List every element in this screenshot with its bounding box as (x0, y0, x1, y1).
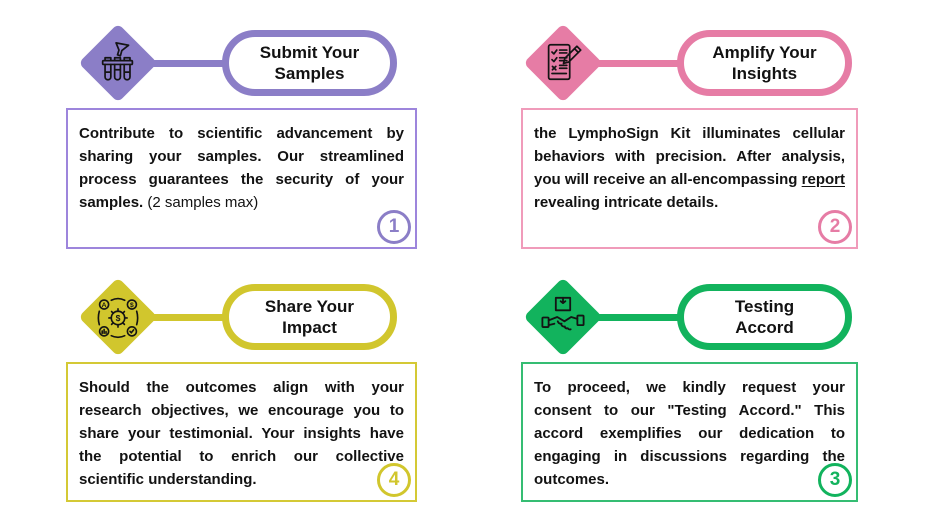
diamond-tile (523, 23, 603, 103)
description-box: Contribute to scientific advancement by … (66, 108, 417, 249)
step-number-badge: 3 (818, 463, 852, 497)
connector-line (111, 314, 231, 321)
title-line-2: Insights (731, 64, 798, 83)
connector-line (111, 60, 231, 67)
connector-line (566, 60, 686, 67)
quadrant-share-your-impact: $ A $ Share Your Impact (66, 274, 417, 502)
description-text: Contribute to scientific advancement by … (68, 110, 415, 214)
body-underlined-word: report (801, 171, 845, 188)
step-number: 3 (829, 469, 841, 490)
quadrant-testing-accord: Testing Accord To proceed, we kindly req… (521, 274, 858, 502)
title-line-1: Amplify Your (712, 43, 817, 62)
step-number: 2 (829, 216, 841, 237)
description-text: Should the outcomes align with your rese… (68, 364, 415, 491)
description-box: the LymphoSign Kit illuminates cellular … (521, 108, 858, 249)
step-number-badge: 1 (377, 210, 411, 244)
body-main: the LymphoSign Kit illuminates cellular … (534, 125, 845, 188)
step-number: 1 (388, 216, 400, 237)
title-pill: Submit Your Samples (222, 30, 397, 96)
title-line-1: Share Your (264, 297, 355, 316)
svg-text:$: $ (130, 302, 134, 309)
body-tail: revealing intricate details. (534, 194, 719, 211)
title-line-1: Testing (734, 297, 795, 316)
title-pill: Amplify Your Insights (677, 30, 852, 96)
title-line-1: Submit Your (259, 43, 360, 62)
step-number-badge: 2 (818, 210, 852, 244)
body-main: To proceed, we kindly request your conse… (534, 379, 845, 488)
connector-line (566, 314, 686, 321)
body-note: (2 samples max) (143, 194, 259, 211)
test-tubes-funnel-icon (95, 40, 141, 86)
title-line-2: Impact (282, 318, 337, 337)
title-line-2: Samples (274, 64, 345, 83)
quadrant-amplify-your-insights: Amplify Your Insights the LymphoSign Kit… (521, 20, 858, 250)
title-pill: Testing Accord (677, 284, 852, 350)
svg-text:A: A (102, 302, 107, 309)
gear-money-process-icon: $ A $ (95, 294, 141, 340)
handshake-parcel-icon (540, 294, 586, 340)
step-number-badge: 4 (377, 463, 411, 497)
title-line-2: Accord (735, 318, 794, 337)
diamond-tile (78, 23, 158, 103)
description-text: To proceed, we kindly request your conse… (523, 364, 856, 491)
diamond-tile (523, 277, 603, 357)
body-main: Should the outcomes align with your rese… (79, 379, 404, 488)
description-text: the LymphoSign Kit illuminates cellular … (523, 110, 856, 214)
quadrant-submit-your-samples: Submit Your Samples Contribute to scient… (66, 20, 417, 250)
svg-text:$: $ (116, 313, 121, 323)
step-number: 4 (388, 469, 400, 490)
description-box: To proceed, we kindly request your conse… (521, 362, 858, 502)
diamond-tile: $ A $ (78, 277, 158, 357)
body-main: Contribute to scientific advancement by … (79, 125, 404, 211)
description-box: Should the outcomes align with your rese… (66, 362, 417, 502)
checklist-pencil-icon (540, 40, 586, 86)
title-pill: Share Your Impact (222, 284, 397, 350)
